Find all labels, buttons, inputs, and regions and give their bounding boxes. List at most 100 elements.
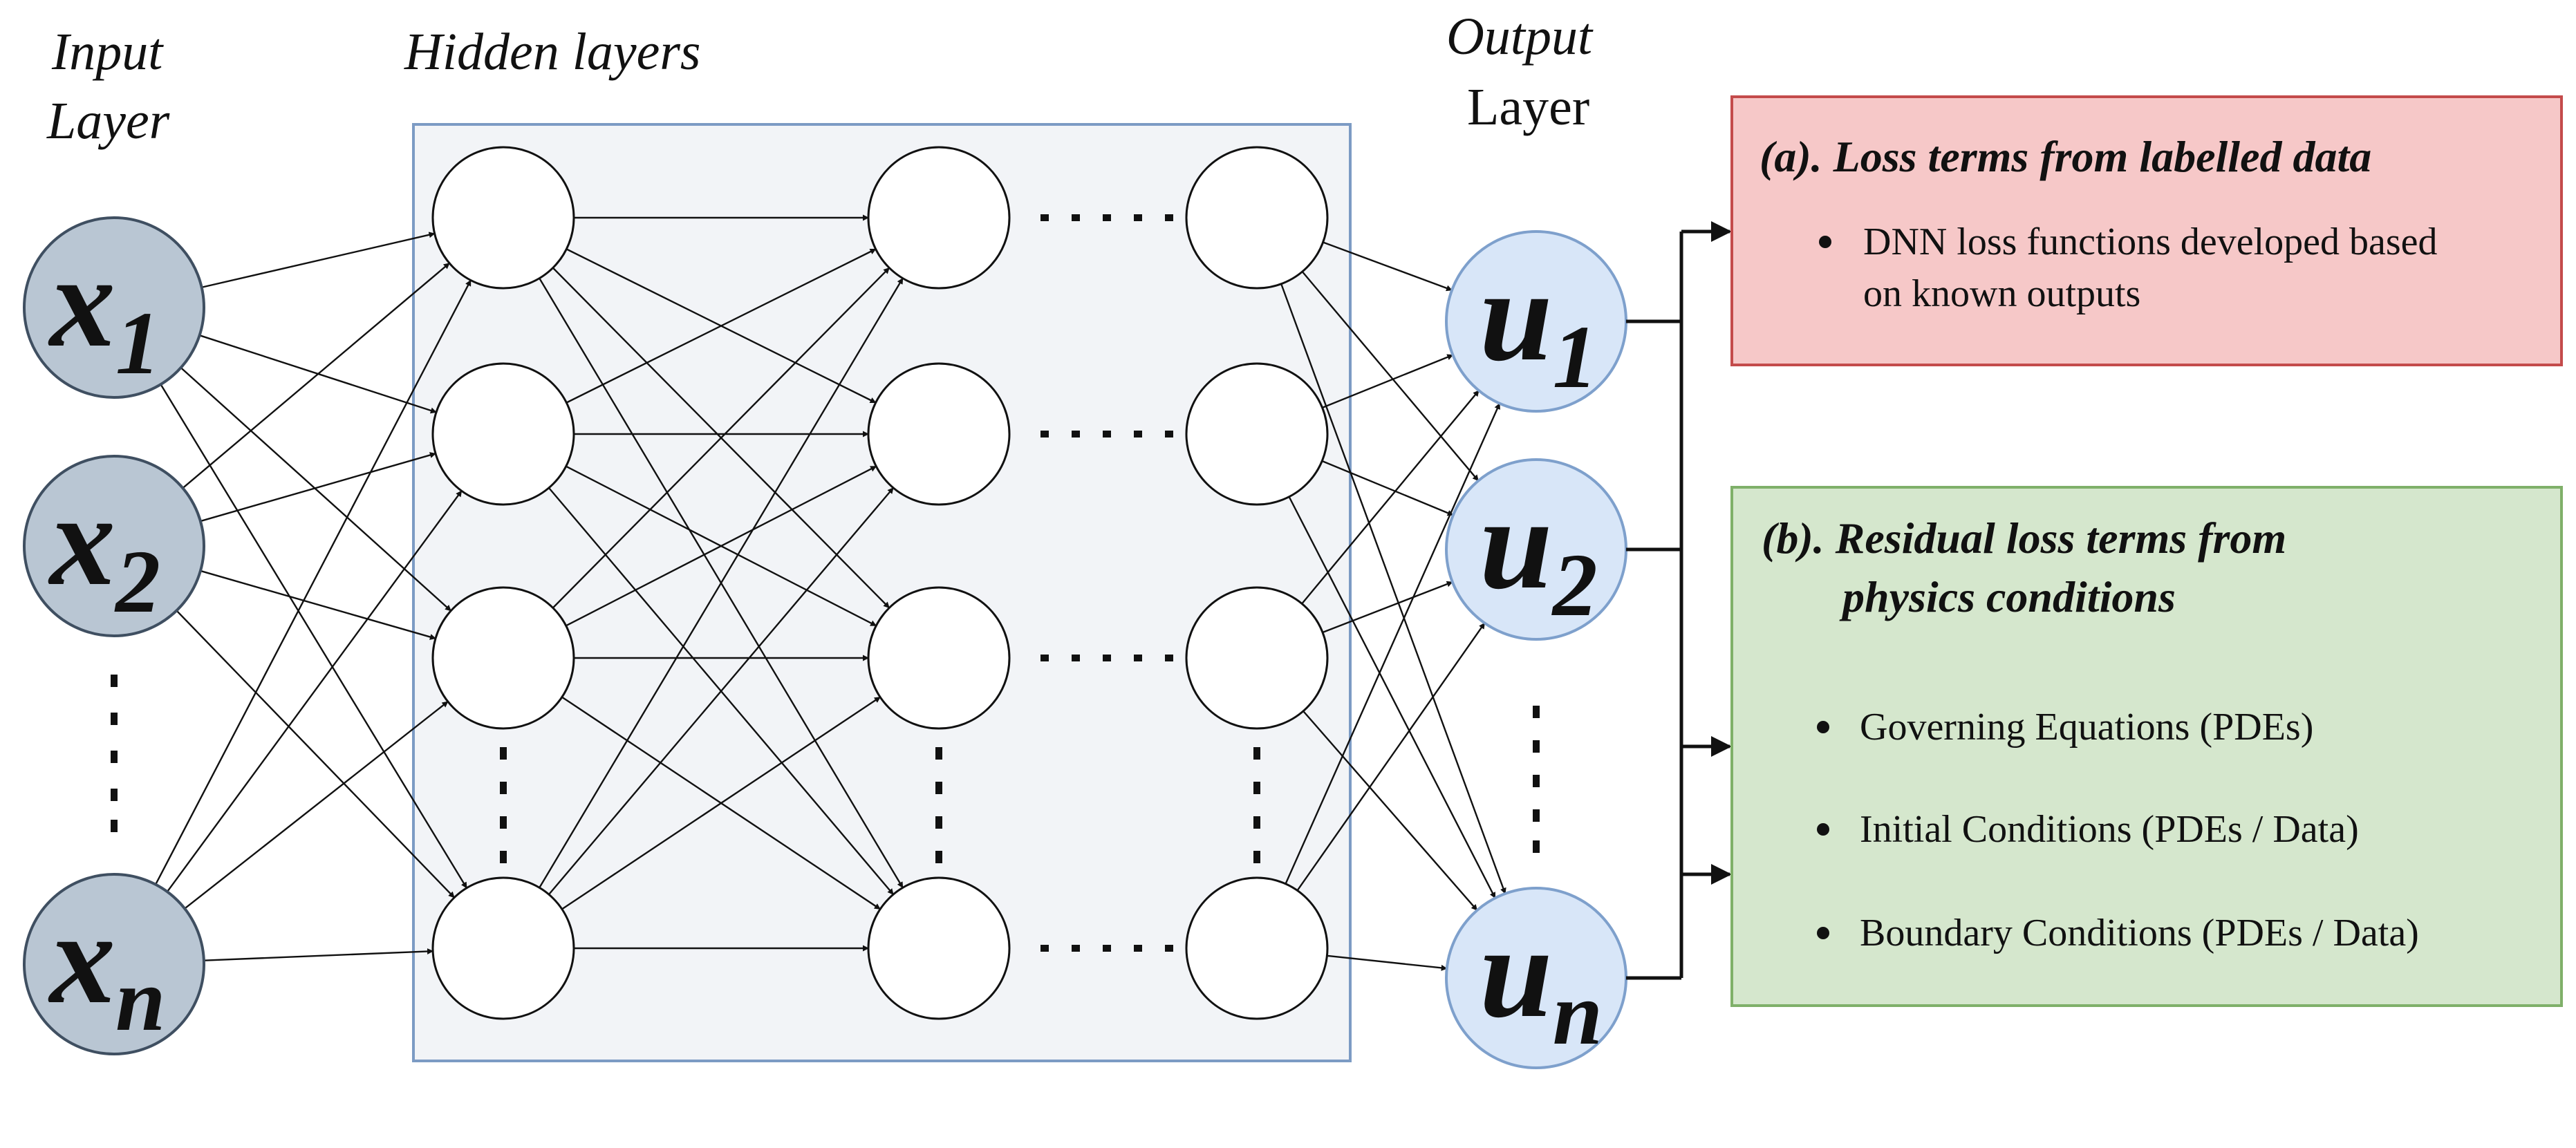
input-layer-label-line1: Input: [51, 23, 164, 81]
input-node-label: xn: [48, 886, 165, 1050]
horizontal-ellipsis-dot: [1072, 214, 1080, 221]
connection-hidden-output: [1288, 496, 1496, 899]
vertical-ellipsis-dot: [111, 675, 118, 687]
connection-hidden-hidden: [566, 248, 877, 404]
output-node: un: [1445, 887, 1627, 1069]
output-node: u2: [1445, 458, 1627, 641]
connection-hidden-output: [1280, 283, 1506, 894]
connection-input-hidden: [180, 367, 452, 612]
connection-hidden-output: [1301, 271, 1480, 482]
input-layer-label-line2: Layer: [46, 92, 170, 150]
hidden-neuron: [867, 876, 1011, 1020]
hidden-neuron: [867, 586, 1011, 730]
connection-input-hidden: [200, 452, 436, 523]
vertical-ellipsis-dot: [1253, 747, 1260, 760]
connections: [155, 214, 1506, 971]
connection-hidden-output: [1323, 241, 1453, 292]
hidden-neuron: [1185, 586, 1329, 730]
horizontal-ellipsis-dot: [1103, 214, 1111, 221]
horizontal-ellipsis-dot: [1103, 945, 1111, 952]
vertical-ellipsis-dot: [1533, 809, 1540, 822]
connection-input-hidden: [160, 384, 468, 889]
output-layer: u1 u2 un: [1445, 230, 1627, 1069]
vertical-ellipsis-dot: [1533, 775, 1540, 787]
horizontal-ellipsis-dot: [1040, 431, 1049, 437]
loss-box-physics-conditions: (b). Residual loss terms from physics co…: [1730, 486, 2563, 1007]
horizontal-ellipsis-dot: [1072, 945, 1080, 952]
hidden-neuron: [867, 362, 1011, 506]
hidden-layers-label: Hidden layers: [404, 23, 700, 81]
connection-hidden-hidden: [552, 267, 890, 609]
connection-hidden-output: [1322, 581, 1453, 634]
connection-input-hidden: [203, 948, 433, 961]
horizontal-ellipsis-dot: [1134, 655, 1142, 661]
vertical-ellipsis-dot: [111, 789, 118, 801]
hidden-neuron: [1185, 146, 1329, 290]
hidden-neuron: [867, 146, 1011, 290]
connection-hidden-output: [1322, 354, 1454, 408]
hidden-neuron: [431, 362, 575, 506]
output-node-label: u2: [1480, 471, 1598, 635]
connection-input-hidden: [201, 232, 436, 288]
connection-input-hidden: [166, 490, 463, 892]
vertical-ellipsis-dot: [1533, 840, 1540, 853]
vertical-ellipsis-dot: [1533, 740, 1540, 753]
horizontal-ellipsis-dot: [1134, 214, 1142, 221]
output-layer-label-line1: Output: [1446, 8, 1594, 66]
vertical-ellipsis-dot: [500, 782, 507, 794]
hidden-neuron: [1185, 362, 1329, 506]
horizontal-ellipsis-dot: [1040, 214, 1049, 221]
horizontal-ellipsis-dot: [1165, 214, 1173, 221]
box-b-bullet: Initial Conditions (PDEs / Data): [1860, 808, 2359, 851]
output-node-label: u1: [1480, 243, 1598, 407]
connection-hidden-hidden: [548, 487, 895, 895]
vertical-ellipsis-dot: [500, 816, 507, 829]
connection-input-hidden: [155, 279, 472, 885]
output-node-label: un: [1480, 900, 1603, 1064]
bullet-dot: [1819, 236, 1831, 248]
horizontal-ellipsis-dot: [1040, 655, 1049, 661]
box-b-title-line2: physics conditions: [1839, 572, 2176, 621]
input-layer: x1 x2 xn: [23, 216, 205, 1055]
input-node: x2: [23, 455, 205, 637]
hidden-neuron: [431, 876, 575, 1020]
horizontal-ellipsis-dot: [1165, 431, 1173, 437]
vertical-ellipsis-dot: [935, 816, 942, 829]
connection-hidden-hidden: [566, 465, 877, 627]
horizontal-ellipsis-dot: [1103, 655, 1111, 661]
connection-input-hidden: [176, 610, 455, 898]
connection-input-hidden: [184, 701, 449, 910]
input-node-label: x1: [48, 229, 160, 393]
hidden-neuron: [431, 586, 575, 730]
box-a-bullet-line2: on known outputs: [1863, 272, 2140, 315]
connection-input-hidden: [200, 570, 436, 640]
horizontal-ellipsis-dot: [1165, 655, 1173, 661]
horizontal-ellipsis-dot: [1072, 431, 1080, 437]
connection-hidden-output: [1285, 402, 1501, 885]
vertical-ellipsis-dot: [111, 751, 118, 763]
horizontal-ellipsis-dot: [1040, 945, 1049, 952]
input-node-label: x2: [48, 468, 160, 632]
bullet-dot: [1817, 927, 1829, 939]
connection-hidden-hidden: [561, 696, 881, 910]
box-b-title-line1: (b). Residual loss terms from: [1762, 514, 2286, 563]
vertical-ellipsis-dot: [1253, 851, 1260, 863]
vertical-ellipsis-dot: [111, 713, 118, 725]
vertical-ellipsis-dot: [1253, 816, 1260, 829]
hidden-neuron: [1185, 876, 1329, 1020]
box-b-bullet: Governing Equations (PDEs): [1860, 706, 2313, 749]
output-bracket: [1626, 221, 1732, 980]
loss-box-labelled-data: (a). Loss terms from labelled data DNN l…: [1730, 95, 2563, 366]
box-a-bullet-line1: DNN loss functions developed based: [1863, 220, 2438, 263]
hidden-neurons: [431, 146, 1329, 1020]
horizontal-ellipsis-dot: [1072, 655, 1080, 661]
bullet-dot: [1817, 823, 1829, 836]
output-layer-label-line2: Layer: [1467, 78, 1589, 136]
input-node: x1: [23, 216, 205, 399]
vertical-ellipsis-dot: [500, 851, 507, 863]
connection-hidden-output: [1296, 622, 1486, 892]
vertical-ellipsis-dot: [111, 820, 118, 832]
vertical-ellipsis-dot: [935, 851, 942, 863]
connection-hidden-output: [1327, 954, 1448, 971]
